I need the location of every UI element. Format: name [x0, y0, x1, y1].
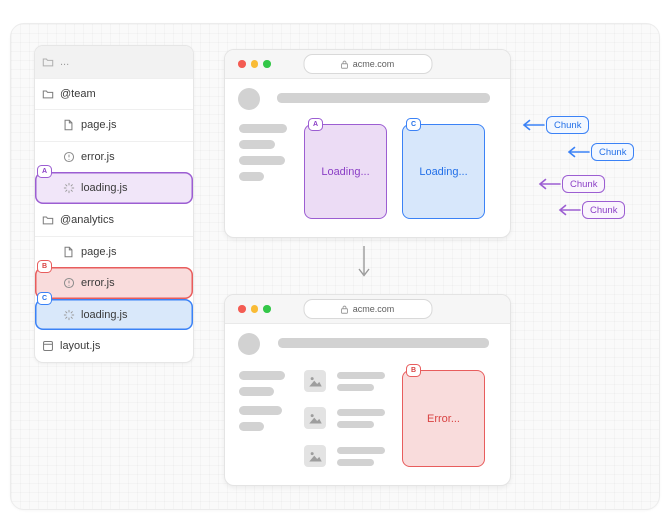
image-icon [308, 376, 322, 386]
tree-row-label: @team [60, 87, 96, 100]
badge-c: C [406, 118, 421, 131]
skeleton-bar [239, 387, 274, 396]
avatar [238, 333, 260, 355]
tree-row-layout: layout.js [35, 330, 193, 362]
skeleton-bar [337, 409, 385, 416]
tree-row-label: ... [60, 55, 70, 68]
chunk-arrow-icon [522, 119, 545, 131]
url-text: acme.com [352, 304, 395, 314]
traffic-light-yellow [250, 305, 258, 313]
skeleton-bar [239, 172, 264, 181]
folder-icon [41, 55, 54, 68]
skeleton-bar [239, 371, 285, 380]
header-skeleton-bar [278, 338, 489, 348]
traffic-lights [238, 305, 271, 313]
tree-row-label: page.js [81, 119, 117, 132]
skeleton-bar [239, 124, 287, 133]
tree-row-label: loading.js [81, 182, 128, 195]
skeleton-bar [239, 140, 275, 149]
traffic-light-red [238, 60, 246, 68]
lock-icon [341, 305, 349, 314]
error-icon [62, 276, 75, 289]
chunk-arrow-icon [567, 146, 590, 158]
skeleton-bar [239, 156, 285, 165]
tree-row-team-loading: A loading.js [35, 165, 193, 204]
chunk-item: Chunk [535, 175, 606, 193]
layout-icon [41, 340, 54, 353]
skeleton-bar [337, 384, 374, 391]
browser-chrome: acme.com [225, 50, 510, 79]
badge-b: B [406, 364, 421, 377]
url-text: acme.com [352, 59, 395, 69]
browser-chrome: acme.com [225, 295, 510, 324]
badge-a: A [37, 165, 52, 179]
chunk-arrow-icon [538, 178, 561, 190]
browser-window-top: acme.com A Loading... C Loading... [224, 49, 511, 238]
slot-label: Error... [426, 412, 460, 425]
folder-icon [41, 87, 54, 100]
tree-row-label: error.js [81, 151, 115, 164]
tree-row-analytics-error: B error.js [35, 260, 193, 299]
header-skeleton-bar [277, 93, 490, 103]
image-placeholder [304, 445, 326, 467]
chunk-item: Chunk [555, 201, 626, 219]
loading-slot-a: A Loading... [304, 118, 387, 219]
tree-row-label: error.js [81, 276, 115, 289]
skeleton-bar [337, 447, 385, 454]
chunk-label: Chunk [591, 143, 635, 161]
tree-row-root: ... [35, 46, 193, 78]
url-bar: acme.com [303, 299, 432, 319]
chunk-item: Chunk [564, 143, 635, 161]
image-icon [308, 451, 322, 461]
tree-row-analytics-page: page.js [35, 235, 193, 268]
spinner-icon [62, 182, 75, 195]
chunk-label: Chunk [562, 175, 606, 193]
traffic-light-red [238, 305, 246, 313]
chunk-item: Chunk [519, 116, 590, 134]
chunk-label: Chunk [546, 116, 590, 134]
slot-label: Loading... [419, 165, 468, 178]
browser-window-bottom: acme.com B Error... [224, 294, 511, 486]
chunk-label: Chunk [582, 201, 626, 219]
avatar [238, 88, 260, 110]
traffic-light-green [263, 305, 271, 313]
tree-row-label: layout.js [60, 340, 101, 353]
image-icon [308, 413, 322, 423]
error-slot-b: B Error... [402, 364, 485, 467]
skeleton-bar [239, 422, 264, 431]
tree-row-label: loading.js [81, 308, 128, 321]
tree-row-team: @team [35, 77, 193, 110]
badge-a: A [308, 118, 323, 131]
folder-icon [41, 213, 54, 226]
image-placeholder [304, 370, 326, 392]
error-icon [62, 151, 75, 164]
chunk-arrow-icon [558, 204, 581, 216]
badge-b: B [37, 260, 52, 274]
down-arrow-icon [357, 245, 371, 286]
tree-row-analytics: @analytics [35, 204, 193, 236]
skeleton-bar [337, 459, 374, 466]
traffic-light-yellow [250, 60, 258, 68]
diagram-canvas: ... @team page.js error.js A loading.j [10, 23, 660, 510]
tree-row-team-page: page.js [35, 109, 193, 141]
spinner-icon [62, 308, 75, 321]
tree-row-label: @analytics [60, 213, 114, 226]
badge-c: C [37, 291, 52, 305]
tree-row-team-error: error.js [35, 140, 193, 173]
traffic-lights [238, 60, 271, 68]
file-tree-panel: ... @team page.js error.js A loading.j [34, 45, 194, 363]
traffic-light-green [263, 60, 271, 68]
loading-slot-c: C Loading... [402, 118, 485, 219]
tree-row-analytics-loading: C loading.js [35, 291, 193, 331]
tree-row-label: page.js [81, 245, 117, 258]
slot-label: Loading... [321, 165, 370, 178]
skeleton-bar [337, 421, 374, 428]
image-placeholder [304, 407, 326, 429]
file-icon [62, 119, 75, 132]
file-icon [62, 245, 75, 258]
lock-icon [341, 60, 349, 69]
url-bar: acme.com [303, 54, 432, 74]
skeleton-bar [337, 372, 385, 379]
skeleton-bar [239, 406, 282, 415]
